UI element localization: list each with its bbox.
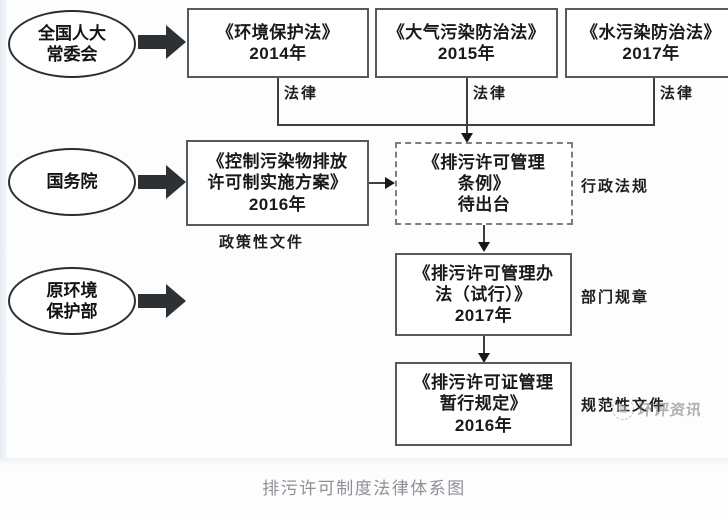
policy-plan-line-1: 《控制污染物排放 [207, 152, 348, 172]
block-arrow-npc-to-law [138, 25, 186, 59]
tier-label-ministry-rule: 部门规章 [581, 288, 650, 306]
connector-eps-drop [277, 78, 279, 125]
connector-regulation-to-measures [483, 225, 485, 243]
document-box-regulation-draft[interactable]: 《排污许可管理 条例》 待出台 [395, 142, 573, 225]
connector-measures-to-provisions [483, 336, 485, 354]
policy-plan-line-2: 许可制实施方案》 [207, 173, 348, 193]
regulation-draft-line-2: 条例》 [457, 173, 511, 193]
actor-mep-line-1: 原环境 [46, 280, 98, 300]
law-year-eps: 2014年 [249, 44, 307, 63]
connector-water-drop [653, 78, 655, 125]
actor-npc-line-1: 全国人大 [38, 23, 106, 43]
connector-air-drop [466, 78, 468, 125]
actor-state-council[interactable]: 国务院 [8, 148, 136, 216]
law-year-water: 2017年 [622, 44, 680, 63]
law-box-air-pollution[interactable]: 《大气污染防治法》 2015年 [375, 8, 558, 78]
law-title-air: 《大气污染防治法》 [387, 22, 546, 42]
page-edge-strip [0, 0, 7, 466]
tier-label-law-1: 法律 [284, 84, 319, 102]
block-arrow-state-council-to-policy [138, 165, 186, 199]
document-box-ministry-measures[interactable]: 《排污许可管理办 法（试行）》 2017年 [395, 253, 572, 336]
law-title-water: 《水污染防治法》 [581, 22, 721, 42]
regulation-draft-line-1: 《排污许可管理 [422, 152, 546, 172]
ministry-measures-line-3: 2017年 [454, 306, 513, 326]
actor-npc-standing-committee[interactable]: 全国人大 常委会 [8, 10, 136, 78]
actor-state-council-line-1: 国务院 [46, 172, 98, 192]
arrowhead-measures-to-provisions [478, 353, 490, 363]
connector-bus-to-regulation [466, 124, 468, 136]
law-title-eps: 《环境保护法》 [216, 22, 340, 42]
tier-label-law-3: 法律 [660, 84, 695, 102]
tier-label-normative-document: 规范性文件 [581, 396, 667, 414]
connector-policy-to-regulation [369, 182, 388, 184]
policy-plan-line-3: 2016年 [248, 194, 307, 214]
figure-caption: 排污许可制度法律体系图 [262, 479, 466, 498]
block-arrow-mep-to-measures [138, 284, 186, 318]
arrowhead-bus-to-regulation [461, 133, 473, 143]
actor-npc-line-2: 常委会 [46, 45, 98, 64]
tier-label-administrative-regulation: 行政法规 [581, 177, 650, 195]
interim-provisions-line-3: 2016年 [454, 415, 513, 435]
arrowhead-regulation-to-measures [478, 242, 490, 252]
actor-former-mep[interactable]: 原环境 保护部 [8, 267, 136, 335]
law-box-water-pollution[interactable]: 《水污染防治法》 2017年 [565, 8, 728, 78]
ministry-measures-line-1: 《排污许可管理办 [413, 263, 554, 283]
document-box-interim-provisions[interactable]: 《排污许可证管理 暂行规定》 2016年 [395, 362, 572, 446]
tier-label-policy-document: 政策性文件 [219, 233, 305, 251]
actor-mep-line-2: 保护部 [46, 302, 98, 321]
document-box-policy-plan[interactable]: 《控制污染物排放 许可制实施方案》 2016年 [186, 140, 369, 226]
law-box-environmental-protection[interactable]: 《环境保护法》 2014年 [187, 8, 369, 78]
arrowhead-policy-to-regulation [385, 177, 395, 189]
interim-provisions-line-1: 《排污许可证管理 [413, 373, 554, 393]
law-year-air: 2015年 [437, 44, 496, 63]
regulation-draft-line-3: 待出台 [457, 195, 511, 215]
page-edge-strip-bottom [0, 458, 728, 468]
interim-provisions-line-2: 暂行规定》 [439, 394, 528, 414]
ministry-measures-line-2: 法（试行）》 [435, 284, 532, 304]
tier-label-law-2: 法律 [473, 84, 508, 102]
